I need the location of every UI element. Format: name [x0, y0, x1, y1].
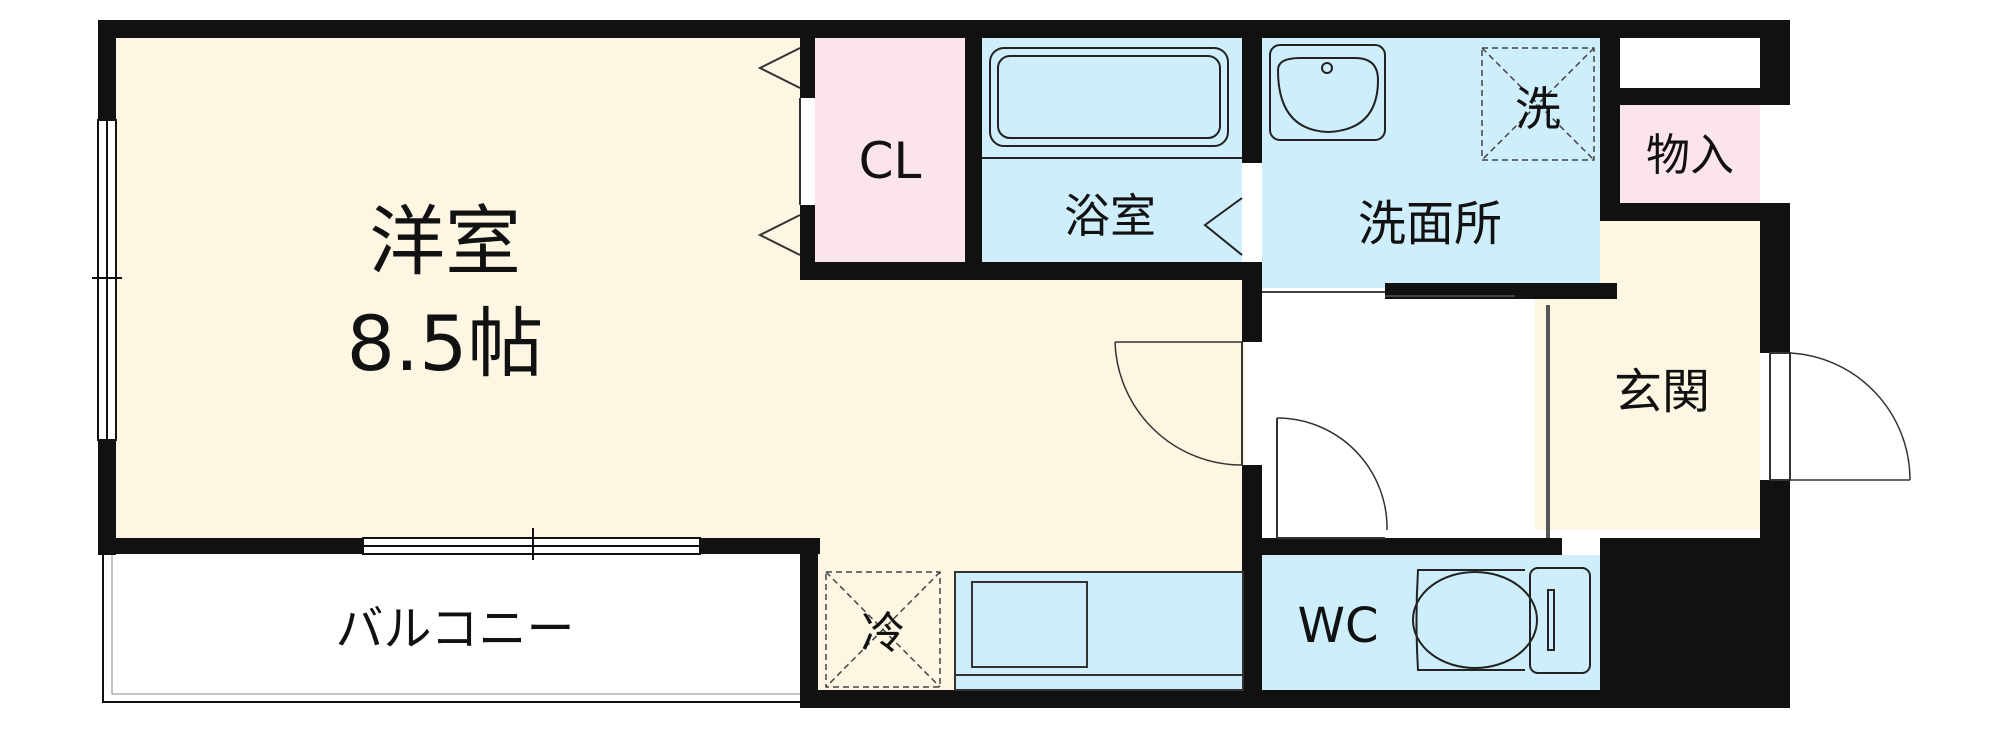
wall-wc-top	[1262, 538, 1562, 555]
walls	[98, 20, 1790, 708]
wall-closet-left	[800, 38, 815, 98]
wall-left-upper	[98, 20, 116, 120]
wall-right-top	[1760, 20, 1790, 105]
wall-storage-top	[1600, 88, 1790, 105]
washroom-door	[1262, 291, 1515, 297]
wall-wc-right	[1600, 538, 1790, 708]
wall-left-lower	[98, 440, 116, 555]
wall-closet-bottom	[800, 262, 1255, 280]
windows	[92, 119, 701, 560]
fridge-label: 冷	[861, 608, 905, 659]
wall-bath-wash-lower	[1242, 262, 1262, 342]
wall-wash-right	[1600, 38, 1620, 218]
bathroom-label: 浴室	[1064, 189, 1156, 243]
bathtub	[982, 47, 1243, 256]
room-labels: 洋室 8.5帖 CL 浴室 洗面所 洗 物入 玄関 バルコニー 冷 WC	[335, 82, 1734, 659]
wall-hall-right	[1242, 465, 1262, 708]
western-room-size: 8.5帖	[347, 299, 544, 388]
entrance-door	[1769, 352, 1911, 481]
balcony-outline	[102, 555, 800, 703]
washroom-label: 洗面所	[1358, 196, 1502, 252]
kitchen-counter	[955, 572, 1243, 690]
western-room-name: 洋室	[369, 197, 521, 286]
entrance-label: 玄関	[1614, 364, 1710, 420]
wall-top	[98, 20, 1790, 38]
washer-label: 洗	[1515, 82, 1561, 136]
wall-bath-wash	[1242, 38, 1262, 163]
wall-room-bottom-left	[98, 538, 363, 554]
wall-right-mid	[1760, 203, 1790, 353]
washer-space	[1481, 47, 1595, 161]
storage-label: 物入	[1646, 130, 1734, 181]
toilet-label: WC	[1298, 598, 1379, 654]
kitchen	[954, 571, 1244, 691]
wall-right-low	[1760, 480, 1790, 538]
wall-closet-left-lower	[800, 205, 815, 280]
wall-storage-bottom	[1600, 203, 1790, 221]
toilet-floor	[1262, 555, 1600, 695]
wall-bottom	[800, 690, 1790, 708]
storage-floor	[1620, 105, 1760, 203]
wash-basin	[1269, 44, 1386, 141]
floor-fills	[100, 35, 1760, 702]
fridge-space	[825, 571, 941, 688]
closet-doors	[757, 47, 801, 256]
toilet	[1412, 567, 1591, 674]
wall-kitchen-left	[800, 538, 818, 702]
balcony-label: バルコニー	[335, 601, 574, 657]
wc-door	[1276, 417, 1388, 539]
balcony-floor	[100, 555, 800, 702]
bathroom-floor	[982, 38, 1242, 263]
wall-closet-bath	[965, 38, 982, 278]
western-room-floor	[100, 35, 1760, 695]
wall-room-bottom-right	[700, 538, 820, 554]
closet-floor	[815, 38, 965, 263]
room-door	[1114, 341, 1243, 466]
closet-label: CL	[859, 132, 922, 190]
washroom-floor	[1262, 38, 1600, 288]
